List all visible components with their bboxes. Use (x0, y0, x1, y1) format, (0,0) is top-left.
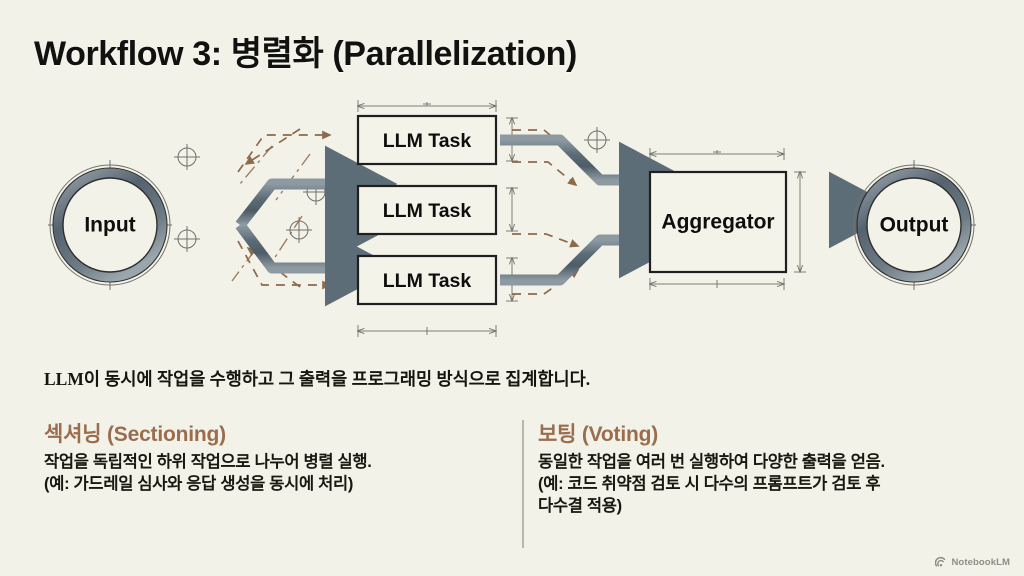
notebooklm-spark-icon (935, 556, 946, 567)
workflow-diagram: Input LLM Task LLM Task LLM Task Aggrega… (0, 88, 1024, 358)
node-llm-task-2: LLM Task (356, 184, 498, 236)
node-llm-task-3: LLM Task (356, 254, 498, 306)
column-sectioning-line-2: (예: 가드레일 심사와 응답 생성을 동시에 처리) (44, 474, 354, 493)
column-sectioning-line-1: 작업을 독립적인 하위 작업으로 나누어 병렬 실행. (44, 453, 372, 471)
node-aggregator-label: Aggregator (661, 211, 774, 234)
node-input: Input (48, 160, 172, 290)
column-voting-line-1: 동일한 작업을 여러 번 실행하여 다양한 출력을 얻음. (538, 453, 885, 471)
node-llm-task-1: LLM Task (356, 114, 498, 166)
column-sectioning: 섹셔닝 (Sectioning) 작업을 독립적인 하위 작업으로 나누어 병렬… (44, 418, 504, 496)
node-aggregator: Aggregator (648, 170, 788, 274)
flow-arrows (160, 134, 902, 307)
column-sectioning-heading: 섹셔닝 (Sectioning) (44, 423, 226, 446)
node-output: Output (852, 160, 976, 290)
node-output-label: Output (880, 214, 949, 237)
column-sectioning-body: 작업을 독립적인 하위 작업으로 나누어 병렬 실행. (예: 가드레일 심사와… (44, 452, 504, 496)
column-voting-heading: 보팅 (Voting) (538, 423, 659, 446)
node-llm-task-2-label: LLM Task (383, 200, 472, 222)
summary-text: LLM이 동시에 작업을 수행하고 그 출력을 프로그래밍 방식으로 집계합니다… (44, 369, 591, 389)
page-title: Workflow 3: 병렬화 (Parallelization) (34, 35, 577, 73)
node-llm-task-3-label: LLM Task (383, 270, 472, 292)
node-llm-task-1-label: LLM Task (383, 130, 472, 152)
column-voting-line-2: (예: 코드 취약점 검토 시 다수의 프롬프트가 검토 후 (538, 474, 881, 493)
workflow-diagram-svg: Input LLM Task LLM Task LLM Task Aggrega… (48, 100, 976, 337)
notebooklm-watermark-label: NotebookLM (951, 556, 1010, 568)
detail-columns: 섹셔닝 (Sectioning) 작업을 독립적인 하위 작업으로 나누어 병렬… (44, 418, 984, 558)
notebooklm-watermark: NotebookLM (935, 556, 1010, 568)
column-voting-line-3: 다수결 적용) (538, 496, 622, 515)
node-input-label: Input (84, 214, 135, 237)
column-divider (522, 420, 524, 548)
column-voting: 보팅 (Voting) 동일한 작업을 여러 번 실행하여 다양한 출력을 얻음… (538, 418, 984, 517)
column-voting-body: 동일한 작업을 여러 번 실행하여 다양한 출력을 얻음. (예: 코드 취약점… (538, 452, 984, 517)
